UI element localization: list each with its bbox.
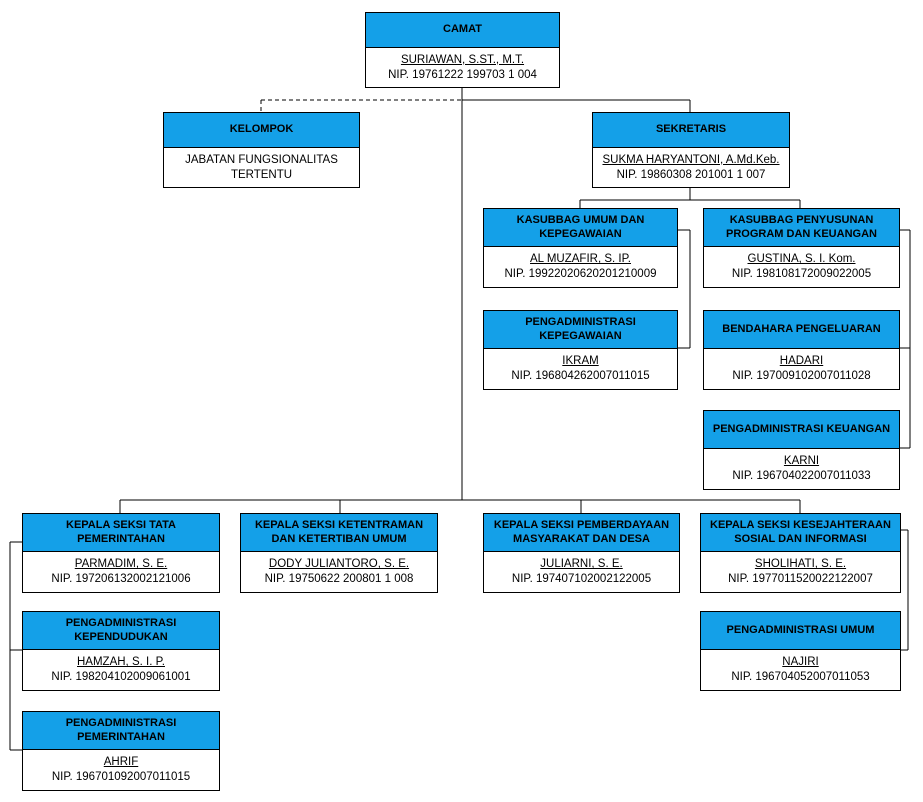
node-seksi-pmd: KEPALA SEKSI PEMBERDAYAAN MASYARAKAT DAN… [483,513,680,593]
solid-connectors [9,88,911,751]
person-name: NAJIRI [782,656,819,669]
node-camat: CAMAT SURIAWAN, S.ST., M.T. NIP. 1976122… [365,12,560,88]
person-name: JULIARNI, S. E. [540,558,623,571]
person-nip: NIP. 196704022007011033 [732,470,871,482]
node-title: PENGADMINISTRASI KEUANGAN [704,411,899,449]
person-nip: NIP. 1977011520022122007 [728,573,873,585]
node-kasubbag-program: KASUBBAG PENYUSUNAN PROGRAM DAN KEUANGAN… [703,208,900,288]
node-peng-kepegawaian: PENGADMINISTRASI KEPEGAWAIAN IKRAM NIP. … [483,310,678,390]
node-title: KASUBBAG UMUM DAN KEPEGAWAIAN [484,209,677,247]
node-seksi-tramtib: KEPALA SEKSI KETENTRAMAN DAN KETERTIBAN … [240,513,438,593]
person-nip: NIP. 197206132002121006 [51,573,191,585]
node-title: PENGADMINISTRASI KEPENDUDUKAN [23,612,219,650]
node-title: KASUBBAG PENYUSUNAN PROGRAM DAN KEUANGAN [704,209,899,247]
node-title: CAMAT [366,13,559,48]
node-title: KEPALA SEKSI PEMBERDAYAAN MASYARAKAT DAN… [484,514,679,552]
node-title: KELOMPOK [164,113,359,148]
person-name: KARNI [783,455,820,468]
person-name: AHRIF [103,756,139,769]
person-name: HAMZAH, S. I. P. [77,656,165,669]
person-name: SURIAWAN, S.ST., M.T. [400,53,525,66]
person-name: AL MUZAFIR, S. IP. [530,253,631,266]
node-title: BENDAHARA PENGELUARAN [704,311,899,349]
person-nip: NIP. 19860308 201001 1 007 [616,168,766,181]
node-title: PENGADMINISTRASI UMUM [701,612,900,650]
person-nip: NIP. 196804262007011015 [511,370,650,382]
node-title: SEKRETARIS [593,113,789,148]
person-name: PARMADIM, S. E. [74,558,168,571]
node-title: PENGADMINISTRASI KEPEGAWAIAN [484,311,677,349]
person-name: SUKMA HARYANTONI, A.Md.Keb. [602,153,780,166]
node-bendahara: BENDAHARA PENGELUARAN HADARI NIP. 197009… [703,310,900,390]
node-title: KEPALA SEKSI KESEJAHTERAAN SOSIAL DAN IN… [701,514,900,552]
node-peng-pemerintahan: PENGADMINISTRASI PEMERINTAHAN AHRIF NIP.… [22,711,220,791]
node-title: PENGADMINISTRASI PEMERINTAHAN [23,712,219,750]
node-seksi-tata: KEPALA SEKSI TATA PEMERINTAHAN PARMADIM,… [22,513,220,593]
node-peng-umum: PENGADMINISTRASI UMUM NAJIRI NIP. 196704… [700,611,901,691]
person-nip: NIP. 197407102002122005 [511,573,652,585]
person-nip: NIP. 19750622 200801 1 008 [264,573,414,585]
person-nip: NIP. 197009102007011028 [732,370,871,382]
node-seksi-kesos: KEPALA SEKSI KESEJAHTERAAN SOSIAL DAN IN… [700,513,901,593]
node-peng-keuangan: PENGADMINISTRASI KEUANGAN KARNI NIP. 196… [703,410,900,490]
person-nip: NIP. 19922020620201210009 [504,268,657,280]
person-name: GUSTINA, S. I. Kom. [747,253,856,266]
dashed-connector-kelompok [260,99,462,112]
node-title: KEPALA SEKSI TATA PEMERINTAHAN [23,514,219,552]
person-nip: NIP. 196701092007011015 [51,771,191,783]
node-kasubbag-umum: KASUBBAG UMUM DAN KEPEGAWAIAN AL MUZAFIR… [483,208,678,288]
person-nip: NIP. 198204102009061001 [51,671,191,683]
person-nip: NIP. 19761222 199703 1 004 [388,68,537,81]
person-nip: NIP. 198108172009022005 [731,268,872,280]
node-body-text: JABATAN FUNGSIONALITAS TERTENTU [185,153,338,181]
person-name: HADARI [779,355,824,368]
person-name: IKRAM [562,355,599,368]
node-peng-kependudukan: PENGADMINISTRASI KEPENDUDUKAN HAMZAH, S.… [22,611,220,691]
node-kelompok: KELOMPOK JABATAN FUNGSIONALITAS TERTENTU [163,112,360,188]
person-nip: NIP. 196704052007011053 [731,671,870,683]
node-sekretaris: SEKRETARIS SUKMA HARYANTONI, A.Md.Keb. N… [592,112,790,188]
person-name: DODY JULIANTORO, S. E. [268,558,410,571]
person-name: SHOLIHATI, S. E. [754,558,847,571]
node-title: KEPALA SEKSI KETENTRAMAN DAN KETERTIBAN … [241,514,437,552]
